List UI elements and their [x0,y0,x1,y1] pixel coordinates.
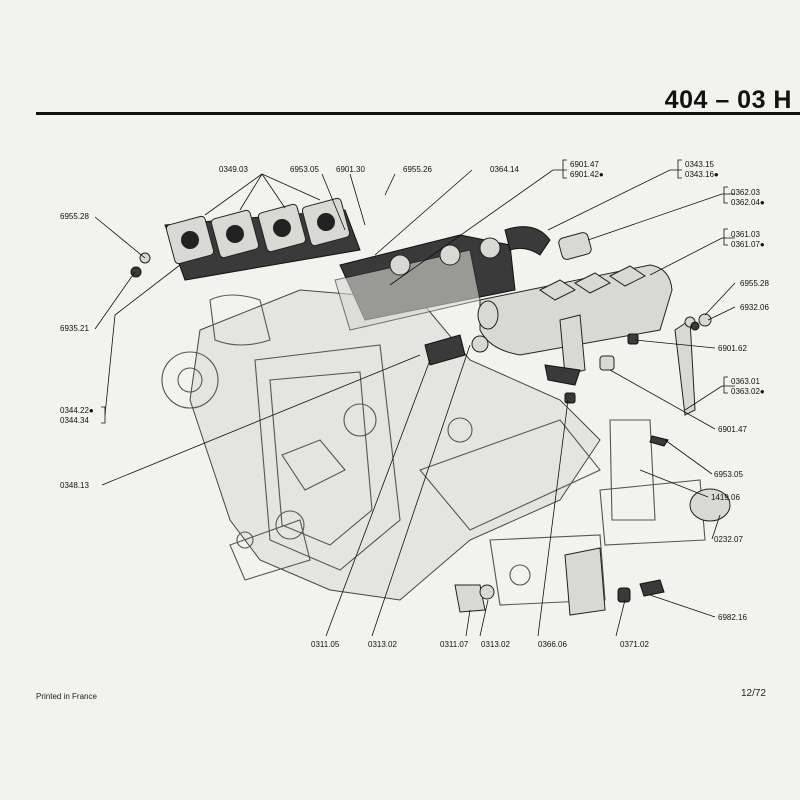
label-6901-47: 6901.47 [570,160,599,169]
clamp [639,579,665,597]
tube-connector [559,314,586,376]
spring [649,435,669,447]
hose-clip [617,587,631,603]
plug [424,334,466,366]
label-6955-28-right: 6955.28 [740,279,769,288]
heater-chamber [477,264,673,356]
engine-block-drawing [161,289,706,606]
label-0366-06: 0366.06 [538,640,567,649]
label-6901-30: 6901.30 [336,165,365,174]
nut-right [698,313,712,327]
page-title: 404 – 03 H [664,86,792,114]
label-0363-02: 0363.02● [731,387,765,396]
label-6953-05: 6953.05 [290,165,319,174]
label-6982-16: 6982.16 [718,613,747,622]
part-labels: 0349.03 6953.05 6901.30 6955.26 0364.14 … [60,160,769,649]
label-6901-42: 6901.42● [570,170,604,179]
label-0344-34: 0344.34 [60,416,89,425]
screw [627,333,639,345]
header-rule [36,112,800,115]
label-0361-07: 0361.07● [731,240,765,249]
label-6932-06: 6932.06 [740,303,769,312]
intake-manifold [334,226,551,331]
label-0348-13: 0348.13 [60,481,89,490]
label-0311-05: 0311.05 [311,640,340,649]
drain-washer [479,584,495,600]
label-6901-62: 6901.62 [718,344,747,353]
label-6953-05-lower: 6953.05 [714,470,743,479]
support-bar [674,319,696,416]
label-0361-03: 0361.03 [731,230,760,239]
seal-ring [471,335,489,353]
label-0362-04: 0362.04● [731,198,765,207]
washer-right [690,321,700,331]
bolt [599,355,615,371]
exhaust-manifold [164,197,361,281]
page-number: 12/72 [740,688,766,699]
label-6955-28-left: 6955.28 [60,212,89,221]
label-0232-07: 0232.07 [714,535,743,544]
label-1419-06: 1419.06 [711,493,740,502]
stud [564,392,576,404]
bracket [544,364,581,386]
label-0313-02-b: 0313.02 [481,640,510,649]
label-0313-02-a: 0313.02 [368,640,397,649]
label-0344-22: 0344.22● [60,406,94,415]
label-0343-15: 0343.15 [685,160,714,169]
cover-plug [689,488,731,522]
label-6901-47-lower: 6901.47 [718,425,747,434]
label-0311-07: 0311.07 [440,640,469,649]
label-6955-26: 6955.26 [403,165,432,174]
leader-lines [94,159,736,637]
hose-sleeve [558,232,592,260]
printed-note: Printed in France [36,692,97,701]
label-0364-14: 0364.14 [490,165,519,174]
label-0363-01: 0363.01 [731,377,760,386]
label-0362-03: 0362.03 [731,188,760,197]
label-6935-21: 6935.21 [60,324,89,333]
label-0343-16: 0343.16● [685,170,719,179]
label-0349-03: 0349.03 [219,165,248,174]
drain-tap [454,584,486,613]
water-outlet [564,547,606,616]
label-0371-02: 0371.02 [620,640,649,649]
